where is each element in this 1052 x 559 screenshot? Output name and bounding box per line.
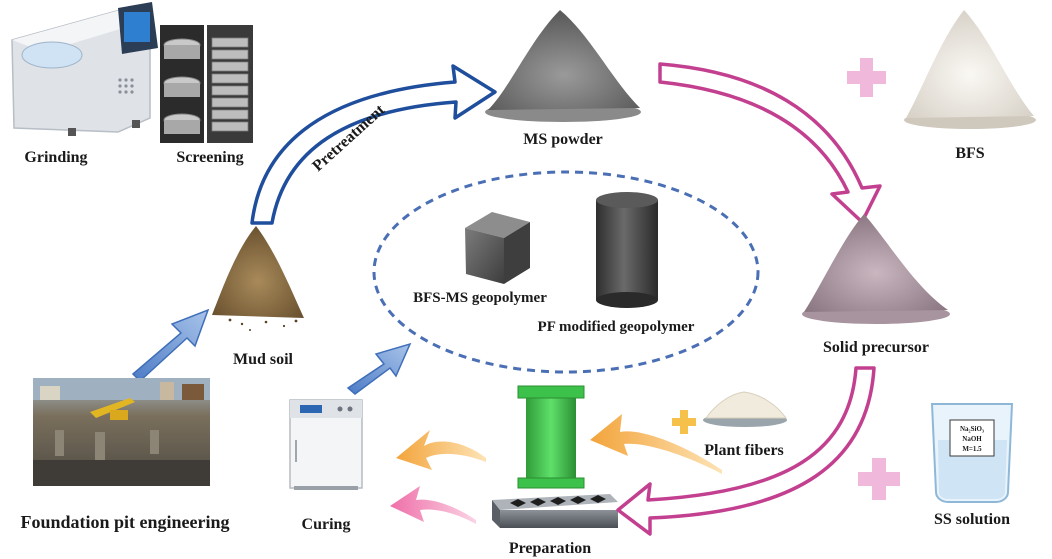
ms-powder-label: MS powder — [523, 131, 603, 148]
fibers-to-mold-arrow-orange — [590, 414, 722, 474]
preparation-to-curing-arrow-orange — [396, 430, 486, 470]
plus-icon-ss — [858, 458, 900, 500]
mud-soil-pile — [212, 226, 304, 331]
precursor-to-preparation-arrow — [616, 366, 876, 536]
curing-chamber-icon — [289, 399, 363, 490]
foundation-pit-engineering-label: Foundation pit engineering — [20, 512, 229, 532]
ss-solution-beaker — [930, 403, 1014, 503]
ms-to-precursor-arrow — [658, 62, 882, 224]
curing-to-product-arrow — [346, 342, 412, 395]
curing-label: Curing — [302, 516, 351, 533]
pf-cylinder-icon — [596, 192, 658, 308]
plant-fibers-label: Plant fibers — [704, 442, 784, 459]
plant-fibers-bowl — [703, 391, 787, 427]
solid-precursor-pile — [802, 214, 950, 324]
solid-precursor-label: Solid precursor — [823, 339, 929, 356]
beaker-label-line3: M=1.5 — [962, 445, 982, 453]
foundation-pit-photo — [33, 378, 210, 486]
sieves-icon — [160, 25, 253, 143]
steel-prism-mold-icon — [492, 494, 618, 528]
green-mold-icon — [517, 385, 585, 489]
product-ellipse — [372, 170, 760, 374]
bfs-label: BFS — [955, 145, 984, 162]
bfs-ms-geopolymer-label: BFS-MS geopolymer — [413, 290, 547, 306]
ss-solution-label: SS solution — [934, 511, 1010, 528]
bfs-pile — [904, 10, 1036, 129]
pf-modified-geopolymer-label: PF modified geopolymer — [538, 319, 695, 335]
beaker-label-line2: NaOH — [962, 435, 982, 443]
beaker-label-line1: Na₂SiO₃ — [960, 425, 984, 433]
preparation-to-curing-arrow-pink — [390, 486, 476, 524]
preparation-label: Preparation — [509, 540, 591, 557]
site-to-mud-arrow — [131, 308, 210, 383]
pretreatment-arrow — [250, 64, 497, 225]
bfs-ms-cube-icon — [465, 212, 530, 284]
grinding-label: Grinding — [24, 149, 87, 166]
ms-powder-pile — [485, 10, 641, 122]
mud-soil-label: Mud soil — [233, 351, 294, 368]
screening-label: Screening — [176, 149, 243, 166]
plus-icon-fibers — [672, 410, 696, 434]
grinding-machine-icon — [11, 2, 158, 136]
plus-icon-bfs — [847, 58, 886, 97]
